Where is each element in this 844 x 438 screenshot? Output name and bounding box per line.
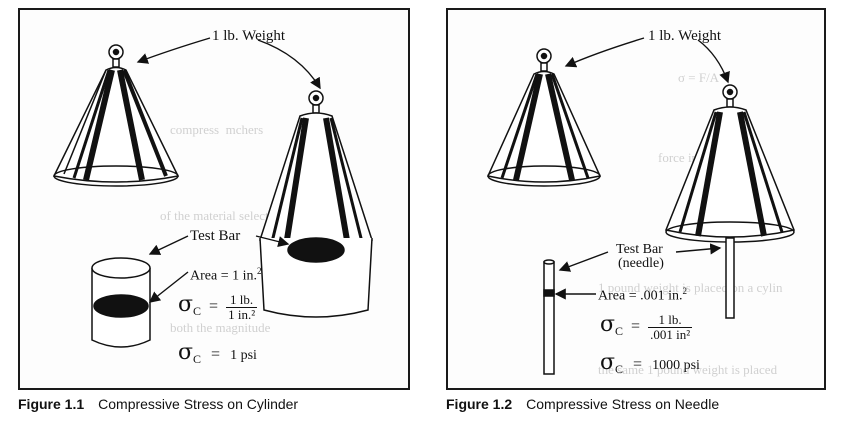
figure-caption: Figure 1.2 Compressive Stress on Needle — [446, 396, 826, 412]
test-bar-cylinder — [91, 257, 151, 348]
denominator: .001 in² — [650, 326, 691, 342]
stress-equation-2: σC = 1 psi — [178, 340, 257, 367]
area-text: Area = 1 in. — [190, 268, 257, 284]
sigma-symbol: σ — [178, 340, 194, 365]
equals-sign: = — [631, 318, 641, 335]
area-label: Area = .001 in.2 — [598, 286, 687, 305]
figure-caption: Figure 1.1 Compressive Stress on Cylinder — [18, 396, 410, 412]
needle-illustration — [486, 37, 796, 375]
weight-right — [664, 84, 796, 319]
stress-equation-1: σC = 1 lb. .001 in² — [600, 312, 693, 342]
sigma-subscript: C — [193, 352, 202, 367]
pointer-arrows — [554, 37, 730, 300]
fraction: 1 lb. .001 in² — [648, 312, 693, 342]
test-bar-needle — [543, 259, 555, 375]
weight-left — [52, 44, 180, 187]
caption-text: Compressive Stress on Needle — [526, 396, 720, 412]
weight-label: 1 lb. Weight — [648, 28, 722, 44]
sigma-subscript: C — [193, 304, 202, 319]
cylinder-illustration — [52, 37, 373, 348]
area-text: Area = .001 in. — [598, 288, 683, 304]
figure-frame: σ = F/A force in pounds 1 pound weight i… — [446, 8, 826, 390]
area-superscript: 2 — [682, 286, 688, 296]
sigma-subscript: C — [615, 324, 624, 339]
equals-sign: = — [211, 346, 221, 363]
test-bar-label: Test Bar — [616, 242, 663, 257]
numerator: 1 lb. — [648, 312, 693, 328]
sigma-symbol: σ — [178, 292, 194, 317]
caption-number: Figure 1.1 — [18, 396, 85, 412]
weight-right — [259, 90, 373, 318]
denominator: 1 in.² — [228, 306, 256, 322]
equals-sign: = — [633, 356, 643, 373]
equals-sign: = — [209, 298, 219, 315]
area-superscript: 2 — [257, 266, 262, 276]
stress-equation-2: σC = 1000 psi — [600, 350, 700, 377]
sigma-subscript: C — [615, 362, 624, 377]
test-bar-label: Test Bar — [190, 228, 241, 244]
sigma-symbol: σ — [600, 350, 616, 375]
stress-value: 1000 psi — [652, 358, 700, 373]
figure-1-2: σ = F/A force in pounds 1 pound weight i… — [446, 8, 826, 430]
stress-equation-1: σC = 1 lb. 1 in.² — [178, 292, 258, 322]
stress-value: 1 psi — [230, 348, 257, 363]
needle-label: (needle) — [618, 256, 664, 271]
figure-frame: compress mchers of the material selected… — [18, 8, 410, 390]
pointer-arrows — [136, 37, 321, 303]
caption-text: Compressive Stress on Cylinder — [98, 396, 299, 412]
weight-label: 1 lb. Weight — [212, 28, 286, 44]
caption-number: Figure 1.2 — [446, 396, 513, 412]
weight-left — [486, 48, 602, 187]
area-label: Area = 1 in.2 — [190, 266, 262, 285]
fraction: 1 lb. 1 in.² — [226, 292, 258, 322]
figure-1-1: compress mchers of the material selected… — [18, 8, 410, 430]
sigma-symbol: σ — [600, 312, 616, 337]
numerator: 1 lb. — [226, 292, 258, 308]
